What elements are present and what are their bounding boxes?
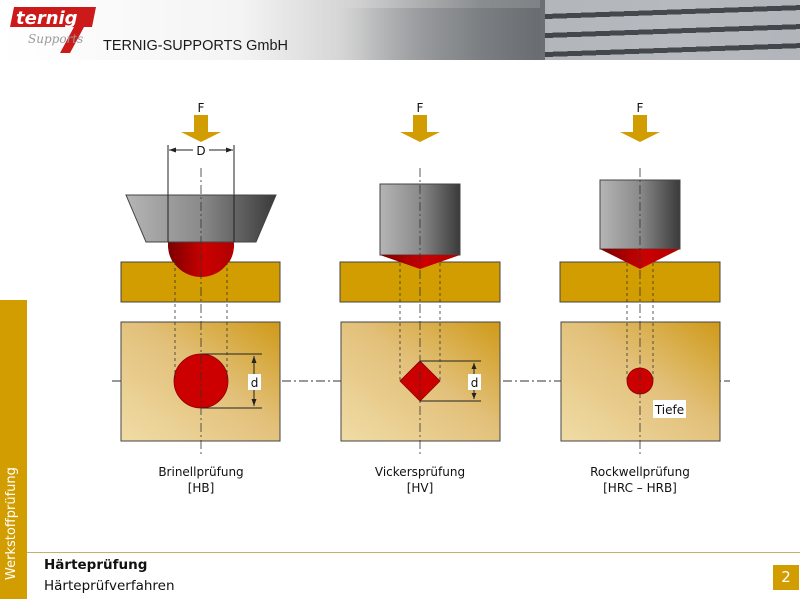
- page-number-badge: 2: [773, 565, 799, 590]
- footer-divider: [27, 552, 800, 553]
- force-label-vickers: F: [417, 101, 424, 115]
- method-name-rockwell: Rockwellprüfung: [590, 465, 690, 479]
- header-image-edge: [540, 0, 548, 60]
- footer-subtitle: Härteprüfverfahren: [44, 578, 175, 594]
- force-label-brinell: F: [198, 101, 205, 115]
- method-name-brinell: Brinellprüfung: [158, 465, 243, 479]
- dimension-label-d: d: [471, 376, 479, 390]
- method-name-vickers: Vickersprüfung: [375, 465, 465, 479]
- method-symbol-vickers: [HV]: [407, 481, 434, 495]
- header-banner: [0, 0, 800, 60]
- method-symbol-rockwell: [HRC – HRB]: [603, 481, 677, 495]
- brinell-indenter-holder: [125, 194, 277, 243]
- company-logo: ternig Supports: [10, 7, 96, 53]
- method-symbol-brinell: [HB]: [188, 481, 215, 495]
- footer-title: Härteprüfung: [44, 557, 148, 573]
- vickers-diagram: F d Vickersprüfung [HV]: [339, 101, 501, 495]
- logo-red-shape: [10, 7, 96, 53]
- header-building-image: [340, 8, 540, 60]
- header-facade-image: [545, 0, 800, 60]
- company-name: TERNIG-SUPPORTS GmbH: [103, 38, 289, 54]
- force-arrow-icon: [400, 115, 440, 142]
- rockwell-diagram: F Tiefe Rockwellprüfung [HRC – HRB]: [559, 101, 721, 495]
- logo-word: ternig: [16, 8, 78, 29]
- dimension-label-D: D: [196, 144, 205, 158]
- force-label-rockwell: F: [637, 101, 644, 115]
- sidebar-section: Werkstoffprüfung: [0, 300, 27, 599]
- force-arrow-icon: [620, 115, 660, 142]
- brinell-diagram: F D d Brinellprüfung [HB]: [120, 101, 281, 495]
- sidebar-section-label: Werkstoffprüfung: [4, 467, 19, 580]
- dimension-label-depth: Tiefe: [654, 403, 684, 417]
- sidebar-band: [0, 300, 27, 599]
- logo-script: Supports: [28, 32, 83, 46]
- force-arrow-icon: [181, 115, 221, 142]
- dimension-label-d: d: [251, 376, 259, 390]
